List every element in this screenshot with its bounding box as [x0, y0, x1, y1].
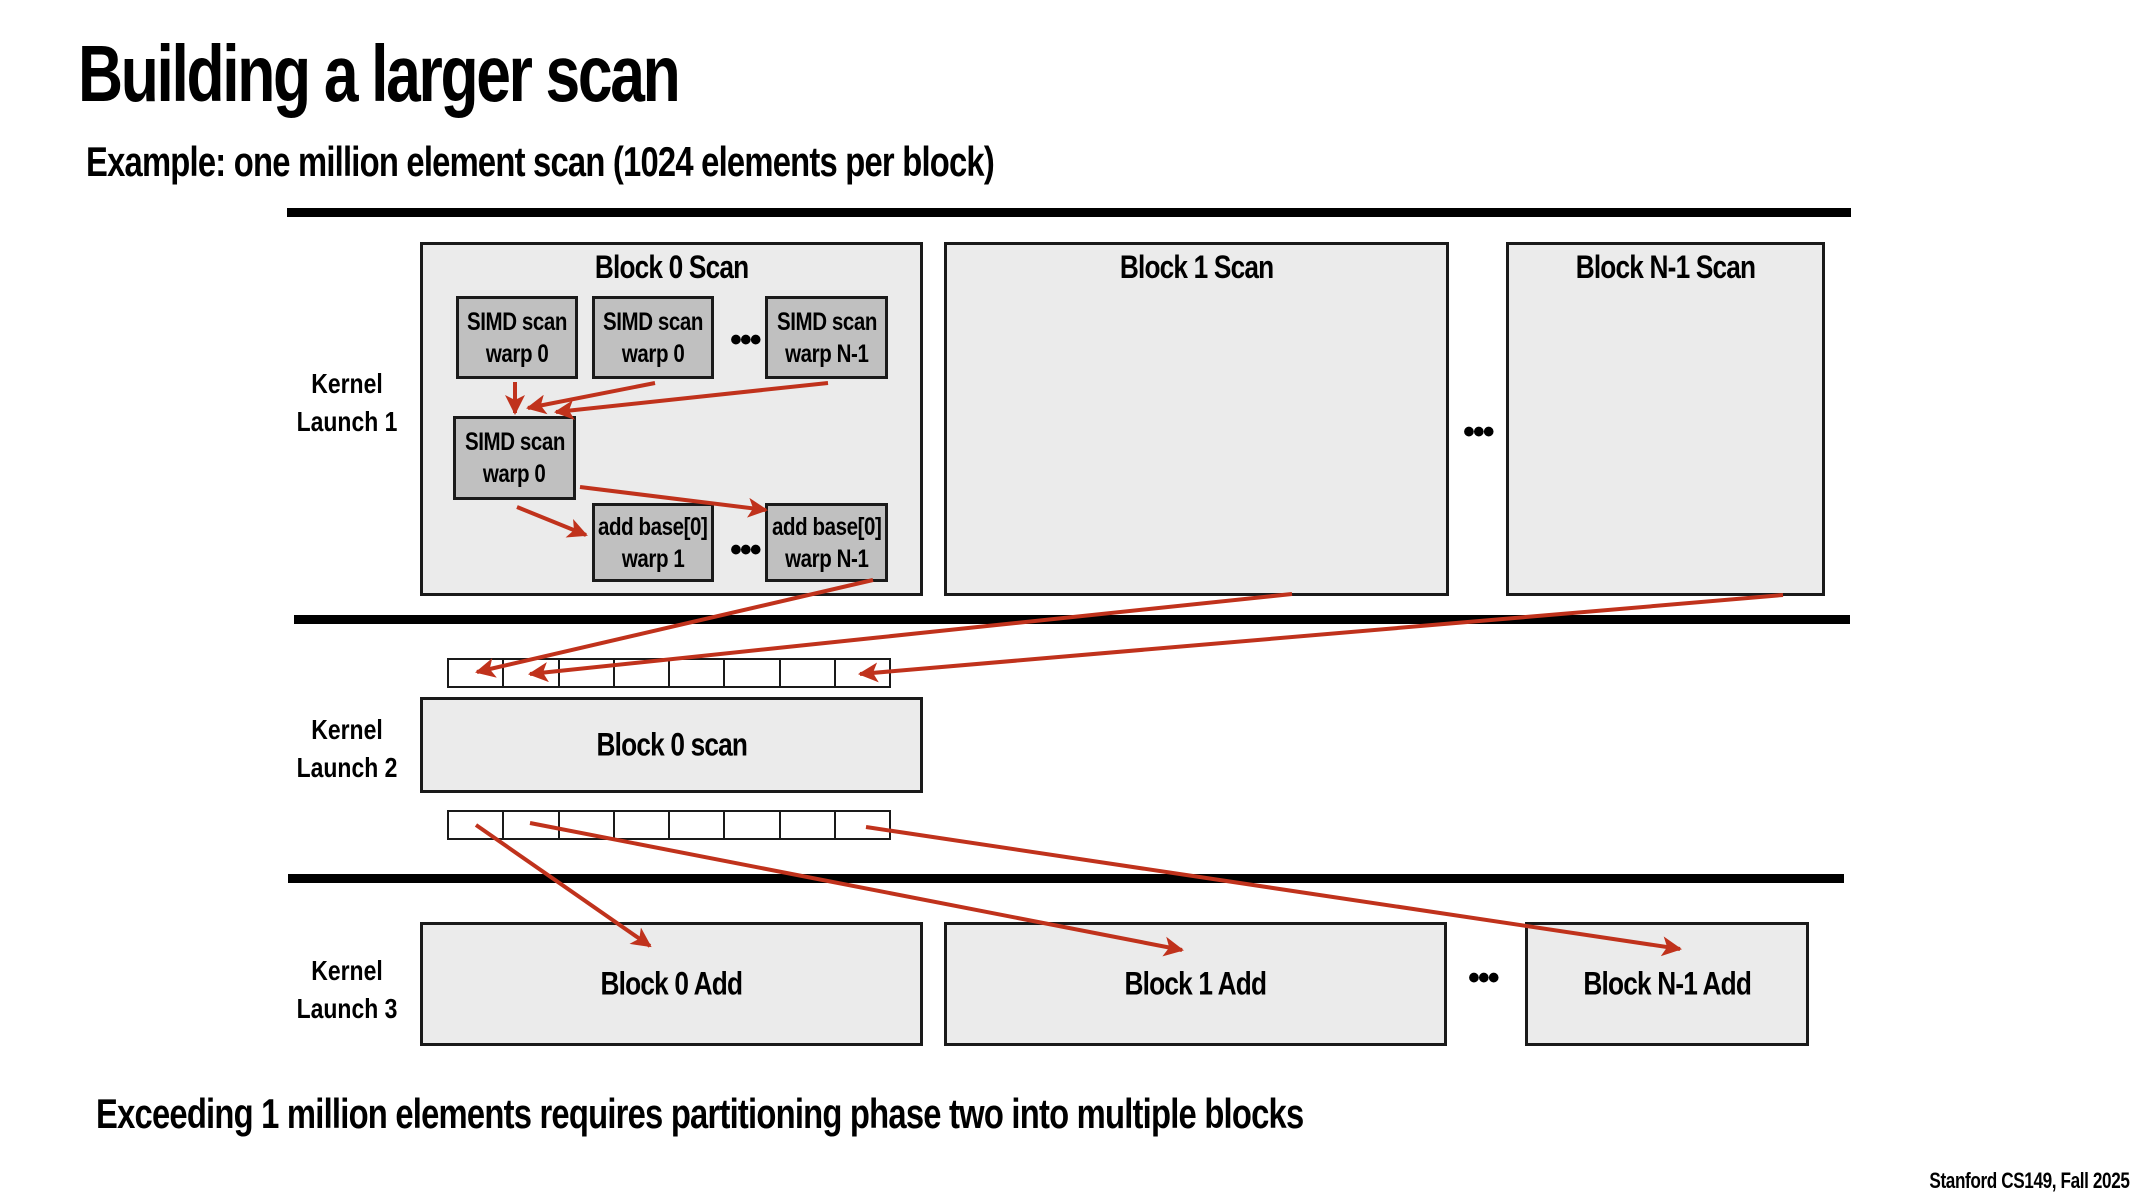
block-0-add: Block 0 Add	[420, 922, 923, 1046]
course-credit: Stanford CS149, Fall 2025	[1928, 1168, 2129, 1193]
block-n-minus-1-scan-title: Block N-1 Scan	[1575, 249, 1756, 285]
add-warps-ellipsis: •••	[730, 531, 762, 569]
buffer-cell	[670, 660, 726, 686]
section-divider-bottom	[288, 874, 1844, 883]
block-sums-output-buffer	[447, 810, 891, 840]
buffer-cell	[449, 812, 505, 838]
block-0-scan-launch-2: Block 0 scan	[420, 697, 923, 793]
buffer-cell	[560, 812, 615, 838]
section-divider-top	[287, 208, 1851, 217]
kernel-launch-3-label-line2: Launch 3	[296, 993, 398, 1024]
block-1-scan: Block 1 Scan	[944, 242, 1449, 596]
block-0-add-title: Block 0 Add	[600, 965, 743, 1002]
buffer-cell	[781, 660, 836, 686]
block-1-scan-title: Block 1 Scan	[1119, 249, 1274, 285]
warps-ellipsis: •••	[730, 321, 762, 359]
block-0-scan-title: Block 0 Scan	[594, 249, 749, 285]
buffer-cell	[836, 812, 889, 838]
kernel-launch-1-label: Kernel Launch 1	[290, 365, 405, 441]
add-base-warp-n-minus-1-box: add base[0] warp N-1	[765, 503, 888, 582]
buffer-cell	[504, 812, 560, 838]
buffer-cell	[670, 812, 726, 838]
block-1-add-title: Block 1 Add	[1124, 965, 1267, 1002]
buffer-cell	[615, 812, 670, 838]
kernel-launch-3-label: Kernel Launch 3	[290, 952, 405, 1028]
base-scan-warp-box: SIMD scan warp 0	[453, 416, 576, 500]
block-n-minus-1-add-title: Block N-1 Add	[1583, 965, 1752, 1002]
kernel-launch-1-label-line2: Launch 1	[296, 406, 398, 437]
buffer-cell	[504, 660, 560, 686]
simd-scan-warp-n-minus-1-box: SIMD scan warp N-1	[765, 296, 888, 379]
buffer-cell	[615, 660, 670, 686]
block-n-minus-1-scan: Block N-1 Scan	[1506, 242, 1825, 596]
block-1-add: Block 1 Add	[944, 922, 1447, 1046]
buffer-cell	[560, 660, 615, 686]
block-n-minus-1-add: Block N-1 Add	[1525, 922, 1809, 1046]
kernel-launch-2-label: Kernel Launch 2	[290, 711, 405, 787]
arrow-blockn-sum-to-buffer	[858, 593, 1784, 683]
block-0-scan-launch-2-title: Block 0 scan	[596, 726, 747, 763]
section-divider-middle	[294, 615, 1850, 624]
kernel-launch-2-label-line2: Launch 2	[296, 752, 398, 783]
simd-scan-warp-box: SIMD scan warp 0	[592, 296, 714, 379]
kernel-launch-3-label-line1: Kernel	[311, 955, 383, 986]
add-base-warp-1-box: add base[0] warp 1	[592, 503, 714, 582]
slide-subtitle: Example: one million element scan (1024 …	[86, 138, 995, 185]
buffer-cell	[836, 660, 889, 686]
kernel-launch-2-label-line1: Kernel	[311, 714, 383, 745]
block-sums-input-buffer	[447, 658, 891, 688]
slide-title: Building a larger scan	[78, 29, 681, 118]
add-blocks-ellipsis: •••	[1468, 959, 1500, 997]
buffer-cell	[449, 660, 505, 686]
blocks-ellipsis: •••	[1463, 413, 1495, 451]
simd-scan-warp-box: SIMD scan warp 0	[456, 296, 578, 379]
buffer-cell	[725, 660, 781, 686]
buffer-cell	[725, 812, 781, 838]
footer-note: Exceeding 1 million elements requires pa…	[96, 1090, 1304, 1137]
buffer-cell	[781, 812, 836, 838]
kernel-launch-1-label-line1: Kernel	[311, 368, 383, 399]
